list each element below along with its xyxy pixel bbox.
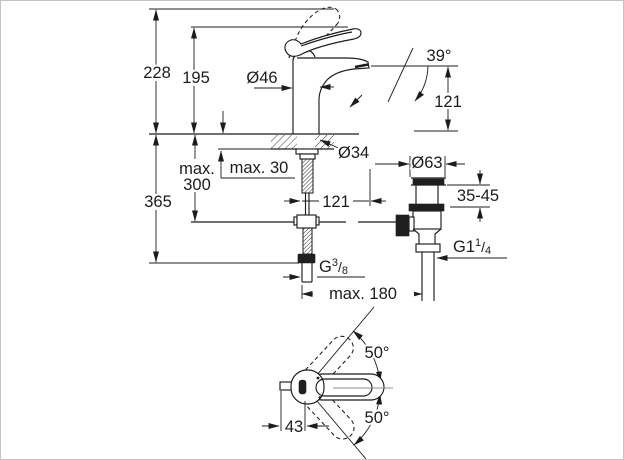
- top-view: 50° 50° 43: [262, 306, 393, 459]
- label-hose-max-2: 300: [183, 176, 211, 194]
- label-height-overall: 228: [143, 64, 171, 82]
- deck-section: [271, 135, 334, 150]
- label-spout-outlet-height: 121: [434, 93, 462, 111]
- handle-top-view: [279, 369, 393, 405]
- waste-drain: [395, 177, 446, 301]
- thread-leaders: [283, 255, 507, 280]
- handle-inner-surface: [315, 378, 373, 397]
- label-waste-flange-diameter: Ø63: [411, 154, 442, 172]
- label-body-diameter: Ø46: [246, 69, 277, 87]
- waste-collar: [408, 203, 445, 212]
- rod-tee-fitting: [296, 214, 317, 229]
- label-swing-down: 50°: [365, 409, 390, 427]
- basin-range-dimension: [447, 170, 490, 222]
- label-spout-reach: 121: [322, 193, 350, 211]
- waste-flange: [412, 178, 445, 186]
- label-hose-max-1: max.: [179, 160, 215, 178]
- label-supply-thread: G3/8: [319, 257, 348, 277]
- label-handle-offset: 43: [285, 418, 303, 436]
- label-swing-up: 50°: [365, 344, 390, 362]
- label-hole-diameter: Ø34: [338, 144, 369, 162]
- handle-solid: [284, 28, 362, 57]
- coupling-nut: [415, 243, 441, 253]
- label-reach-max: max. 180: [329, 285, 397, 303]
- label-basin-thickness-range: 35-45: [457, 187, 499, 205]
- hose-connector: [297, 253, 316, 264]
- pivot-pad: [298, 379, 307, 395]
- label-spout-angle: 39°: [427, 47, 452, 65]
- spout-angle-annotation: [349, 47, 429, 108]
- mounting-shank: [293, 148, 320, 229]
- rod-knob: [395, 214, 410, 237]
- label-waste-thread: G11/4: [453, 237, 491, 257]
- handle-offset-dimension: [262, 391, 329, 431]
- label-backgrounds: [141, 65, 503, 301]
- supply-hose: [297, 227, 316, 283]
- handle-raised-dashed: [292, 6, 337, 49]
- faucet-body: [288, 48, 370, 134]
- waste-body: [412, 210, 442, 230]
- label-height-below-deck: 365: [144, 193, 172, 211]
- front-view: 228 195 365 max. 300 max. 30 Ø46 Ø34 39°…: [141, 6, 507, 305]
- handle-pivot: [290, 369, 325, 405]
- label-deck-thickness-max: max. 30: [230, 159, 289, 177]
- reference-lines: [149, 8, 458, 264]
- lever-handle-front: [284, 6, 362, 57]
- label-height-to-spout-top: 195: [182, 69, 210, 87]
